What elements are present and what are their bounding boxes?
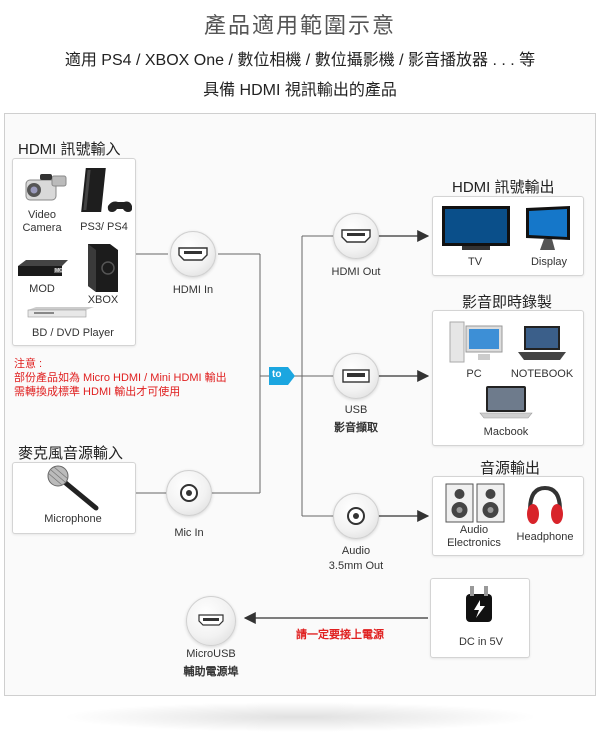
audio-electronics-label: Audio Electronics xyxy=(447,524,501,549)
speakers-icon xyxy=(445,483,505,523)
display-label: Display xyxy=(530,256,568,268)
mic-in-label: Mic In xyxy=(174,527,204,539)
pc-label: PC xyxy=(466,368,482,380)
headphone-icon xyxy=(527,485,563,524)
audio-out-label-2: 3.5mm Out xyxy=(328,560,384,572)
usb-label: USB xyxy=(344,404,368,416)
note-heading: 注意 : xyxy=(14,358,43,370)
hdmi-input-title: HDMI 訊號輸入 xyxy=(18,141,121,158)
usb-capture-label: 影音擷取 xyxy=(334,422,378,434)
mod-box-icon xyxy=(18,260,68,276)
page-title: 產品適用範圍示意 xyxy=(203,13,396,38)
microphone-label: Microphone xyxy=(44,513,102,525)
macbook-label: Macbook xyxy=(483,426,529,438)
dvd-player-icon xyxy=(27,307,94,318)
headphone-label: Headphone xyxy=(516,531,574,543)
aux-power-label: 輔助電源埠 xyxy=(183,666,239,678)
power-warning: 請一定要接上電源 xyxy=(296,629,384,641)
hdmi-in-label: HDMI In xyxy=(172,284,214,296)
display-icon xyxy=(526,206,570,250)
hdmi-port-icon xyxy=(178,247,208,261)
mod-badge: MOD xyxy=(55,268,67,274)
video-camera-icon xyxy=(25,174,67,201)
audio-out-jack-icon xyxy=(347,507,365,525)
microusb-port-icon xyxy=(198,614,224,626)
compatibility-line: 適用 PS4 / XBOX One / 數位相機 / 數位攝影機 / 影音播放器… xyxy=(64,52,536,69)
hub-arrow-icon xyxy=(269,367,295,385)
audio-out-label: Audio xyxy=(341,545,371,557)
power-source-box xyxy=(430,578,530,658)
hdmi-output-title: HDMI 訊號輸出 xyxy=(452,179,555,196)
hdmi-out-label: HDMI Out xyxy=(331,266,381,278)
usb-port-icon xyxy=(342,369,370,383)
mic-input-box xyxy=(12,462,136,534)
power-source-label: DC in 5V xyxy=(458,636,504,648)
xbox-label: XBOX xyxy=(87,294,119,306)
tv-label: TV xyxy=(467,256,483,268)
playstation-icon xyxy=(81,168,132,212)
tv-icon xyxy=(442,206,510,250)
recording-title: 影音即時錄製 xyxy=(462,294,553,311)
power-adapter-icon xyxy=(466,586,492,622)
hub-label: to xyxy=(272,369,282,380)
frame-shadow xyxy=(60,702,540,732)
ps-label: PS3/ PS4 xyxy=(80,221,128,233)
audio-output-title: 音源輸出 xyxy=(480,460,541,477)
mic-input-title: 麥克風音源輸入 xyxy=(18,445,124,462)
xbox-icon xyxy=(88,244,118,292)
note-line-1: 部份產品如為 Micro HDMI / Mini HDMI 輸出 xyxy=(14,372,227,384)
notebook-label: NOTEBOOK xyxy=(510,368,574,380)
pc-icon xyxy=(449,321,503,363)
video-camera-label: Video Camera xyxy=(22,209,62,234)
macbook-icon xyxy=(479,386,533,419)
microphone-icon xyxy=(47,465,99,511)
note-line-2: 需轉換成標準 HDMI 輸出才可使用 xyxy=(14,386,181,398)
notebook-icon xyxy=(518,326,566,360)
hdmi-out-port-icon xyxy=(341,229,371,243)
mod-label: MOD xyxy=(29,283,55,295)
audio-jack-icon xyxy=(180,484,198,502)
compatibility-line-2: 具備 HDMI 視訊輸出的產品 xyxy=(203,82,397,99)
bd-dvd-label: BD / DVD Player xyxy=(32,327,114,339)
microusb-label: MicroUSB xyxy=(186,648,236,660)
